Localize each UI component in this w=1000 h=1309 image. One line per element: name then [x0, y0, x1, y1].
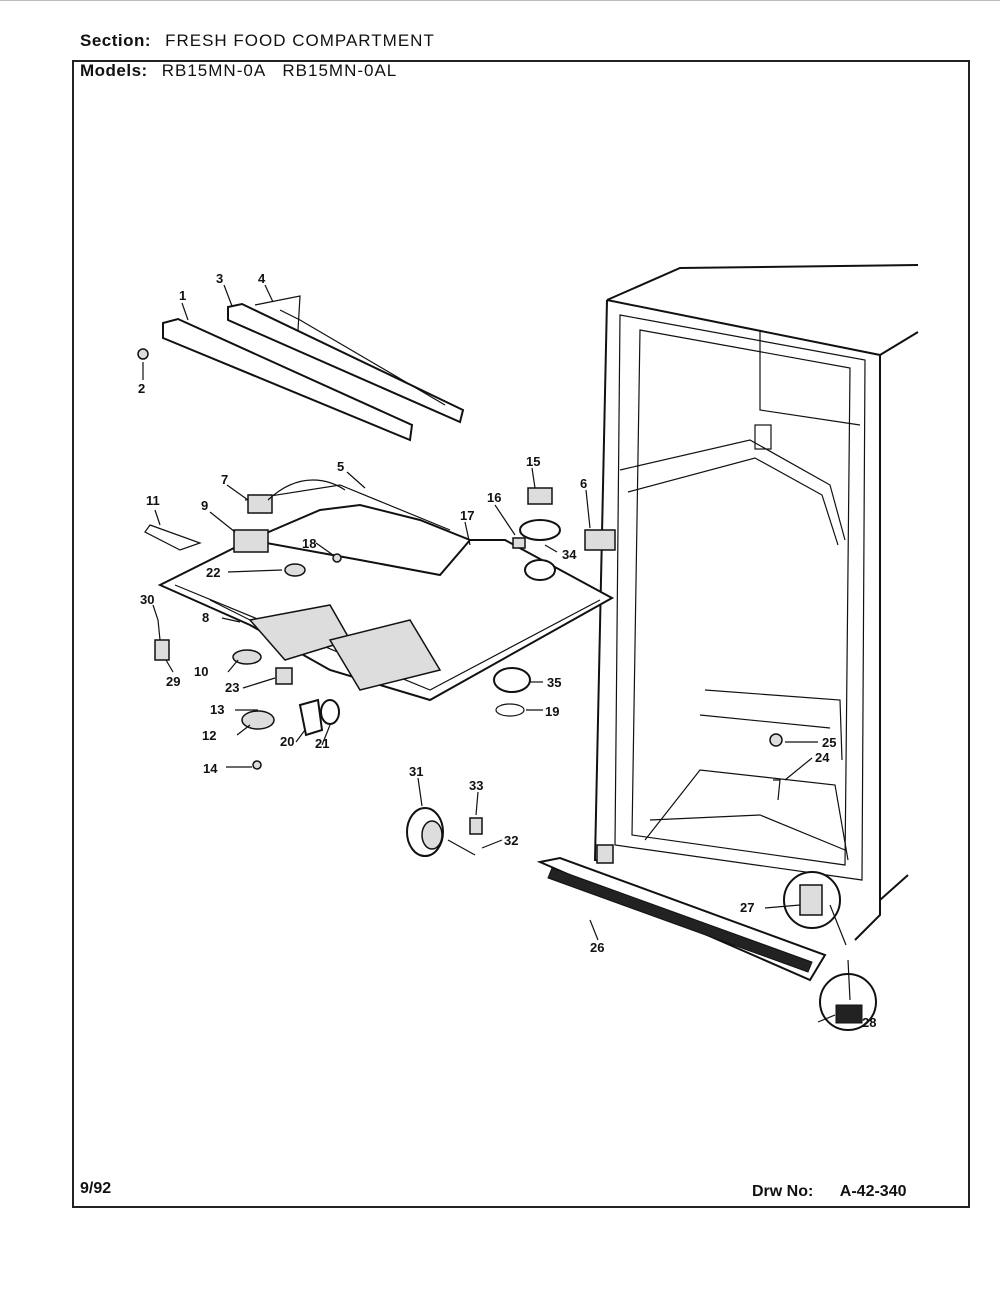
leader-lines [142, 284, 836, 1023]
callout-1: 1 [179, 288, 186, 303]
callout-15: 15 [526, 454, 540, 469]
grille-part [536, 856, 827, 982]
callout-22: 22 [206, 565, 220, 580]
models-label: Models: [80, 61, 148, 80]
callout-13: 13 [210, 702, 224, 717]
callout-3: 3 [216, 271, 223, 286]
small-parts [137, 348, 877, 1031]
callout-24: 24 [815, 750, 830, 765]
top-edge [0, 0, 1000, 1]
models-list: RB15MN-0A RB15MN-0AL [161, 61, 398, 80]
refrigerator-cabinet [593, 264, 919, 941]
section-title: FRESH FOOD COMPARTMENT [165, 31, 435, 50]
callout-21: 21 [315, 736, 329, 751]
callout-18: 18 [302, 536, 316, 551]
mounting-rails [162, 295, 465, 442]
callout-31: 31 [409, 764, 423, 779]
callout-6: 6 [580, 476, 587, 491]
callout-10: 10 [194, 664, 208, 679]
callout-2: 2 [138, 381, 145, 396]
callout-16: 16 [487, 490, 501, 505]
callout-14: 14 [203, 761, 218, 776]
callout-8: 8 [202, 610, 209, 625]
callout-5: 5 [337, 459, 344, 474]
callout-30: 30 [140, 592, 154, 607]
callout-34: 34 [562, 547, 577, 562]
callout-7: 7 [221, 472, 228, 487]
callout-33: 33 [469, 778, 483, 793]
callout-27: 27 [740, 900, 754, 915]
section-label: Section: [80, 31, 152, 50]
callout-20: 20 [280, 734, 294, 749]
drawing-date: 9/92 [80, 1180, 112, 1197]
drawing-number: A-42-340 [839, 1183, 907, 1200]
footer-rule [72, 1206, 970, 1208]
callout-11: 11 [146, 493, 160, 508]
drawing-number-block: Drw No: A-42-340 [752, 1183, 906, 1201]
callout-12: 12 [202, 728, 216, 743]
callout-32: 32 [504, 833, 518, 848]
callout-29: 29 [166, 674, 180, 689]
callout-9: 9 [201, 498, 208, 513]
models-header: Models: RB15MN-0A RB15MN-0AL [80, 61, 397, 81]
control-housing [157, 484, 615, 702]
callout-23: 23 [225, 680, 239, 695]
callout-26: 26 [590, 940, 604, 955]
drawing-number-label: Drw No: [752, 1183, 814, 1200]
callout-35: 35 [547, 675, 561, 690]
callout-17: 17 [460, 508, 474, 523]
section-header: Section: FRESH FOOD COMPARTMENT [80, 31, 435, 51]
callout-4: 4 [258, 271, 266, 286]
callout-25: 25 [822, 735, 836, 750]
callout-labels: 1 2 3 4 5 6 7 8 9 10 11 12 13 14 15 16 1… [138, 271, 876, 1030]
callout-19: 19 [545, 704, 559, 719]
callout-28: 28 [862, 1015, 876, 1030]
